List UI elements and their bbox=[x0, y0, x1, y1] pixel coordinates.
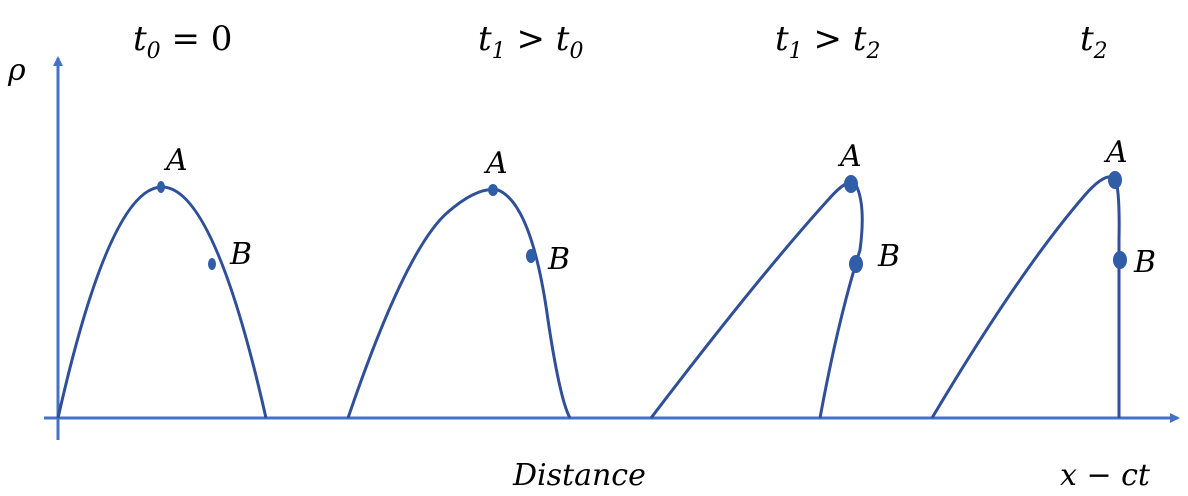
point-a-label-1: A bbox=[163, 143, 188, 178]
point-b-marker-3 bbox=[849, 255, 863, 273]
y-axis-label: ρ bbox=[7, 53, 26, 88]
point-a-label-2: A bbox=[483, 146, 508, 181]
point-a-marker-3 bbox=[844, 175, 858, 193]
point-a-marker-4 bbox=[1108, 171, 1122, 189]
point-b-label-2: B bbox=[547, 242, 570, 277]
point-a-marker-2 bbox=[488, 184, 498, 196]
point-b-label-3: B bbox=[877, 239, 900, 274]
x-axis-expression: x − ct bbox=[1060, 458, 1151, 493]
point-b-marker-2 bbox=[526, 249, 536, 263]
pulse-curve-4 bbox=[930, 175, 1121, 419]
pulse-curve-2 bbox=[346, 187, 572, 419]
panel-2-title: t1 > t0 bbox=[478, 19, 583, 64]
point-a-label-3: A bbox=[837, 139, 862, 174]
point-a-marker-1 bbox=[157, 181, 165, 193]
point-b-label-4: B bbox=[1133, 245, 1156, 280]
panel-1-title: t0 = 0 bbox=[133, 19, 232, 64]
point-b-marker-1 bbox=[208, 258, 216, 270]
panel-4-title: t2 bbox=[1080, 19, 1108, 64]
point-b-label-1: B bbox=[229, 237, 252, 272]
point-a-label-4: A bbox=[1103, 135, 1128, 170]
point-b-marker-4 bbox=[1113, 251, 1127, 269]
panel-3-title: t1 > t2 bbox=[775, 19, 880, 64]
pulse-curve-1 bbox=[56, 185, 268, 419]
pulse-curve-3 bbox=[649, 180, 864, 419]
x-axis-label: Distance bbox=[512, 458, 646, 493]
